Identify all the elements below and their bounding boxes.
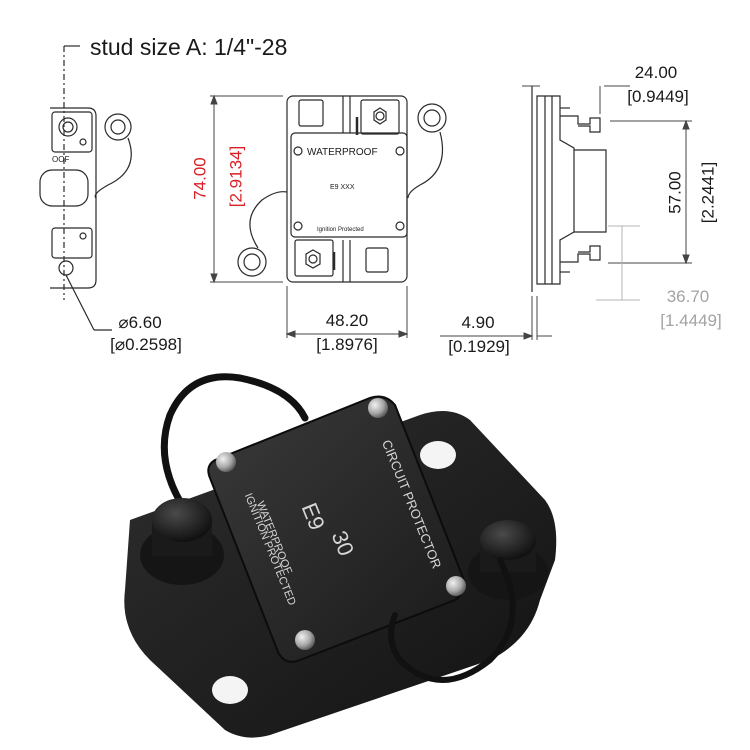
top-housing xyxy=(207,395,465,663)
wire-bottom xyxy=(388,557,516,683)
drawing-ignition: Ignition Protected xyxy=(317,227,364,233)
partial-left-view xyxy=(39,107,132,331)
product-photo xyxy=(124,373,557,738)
stud-height-dimension-lines xyxy=(596,225,640,301)
left-terminal-cap xyxy=(140,498,224,585)
height-mm: 74.00 xyxy=(190,157,210,200)
drawing-partial-text: OOF xyxy=(52,155,70,164)
side-view xyxy=(531,86,607,292)
flange-in: [0.1929] xyxy=(448,337,510,356)
flange-mm: 4.90 xyxy=(461,313,495,332)
stud-height-mm: 36.70 xyxy=(666,287,710,306)
depth-mm: 24.00 xyxy=(634,63,678,82)
drawing-waterproof: WATERPROOF xyxy=(307,147,378,158)
side-view-dimension-lines xyxy=(440,85,692,340)
depth-in: [0.9449] xyxy=(627,87,689,106)
hole-diameter-mm: ⌀6.60 xyxy=(118,313,162,332)
technical-drawing xyxy=(39,45,692,340)
hole-diameter-in: [⌀0.2598] xyxy=(110,335,182,354)
front-view-dimension-lines xyxy=(210,94,409,338)
stud-leader-line xyxy=(63,45,80,300)
width-mm: 48.20 xyxy=(325,311,369,330)
drawing-model: E9 XXX xyxy=(330,184,355,191)
width-in: [1.8976] xyxy=(316,335,378,354)
height-in: [2.9134] xyxy=(226,145,246,208)
front-view xyxy=(237,95,447,283)
side-height-mm: 57.00 xyxy=(665,171,685,214)
side-height-in: [2.2441] xyxy=(698,161,718,224)
wire-top xyxy=(160,373,309,534)
stud-size-note: stud size A: 1/4"-28 xyxy=(90,34,288,60)
stud-height-in: [1.4449] xyxy=(660,311,722,330)
